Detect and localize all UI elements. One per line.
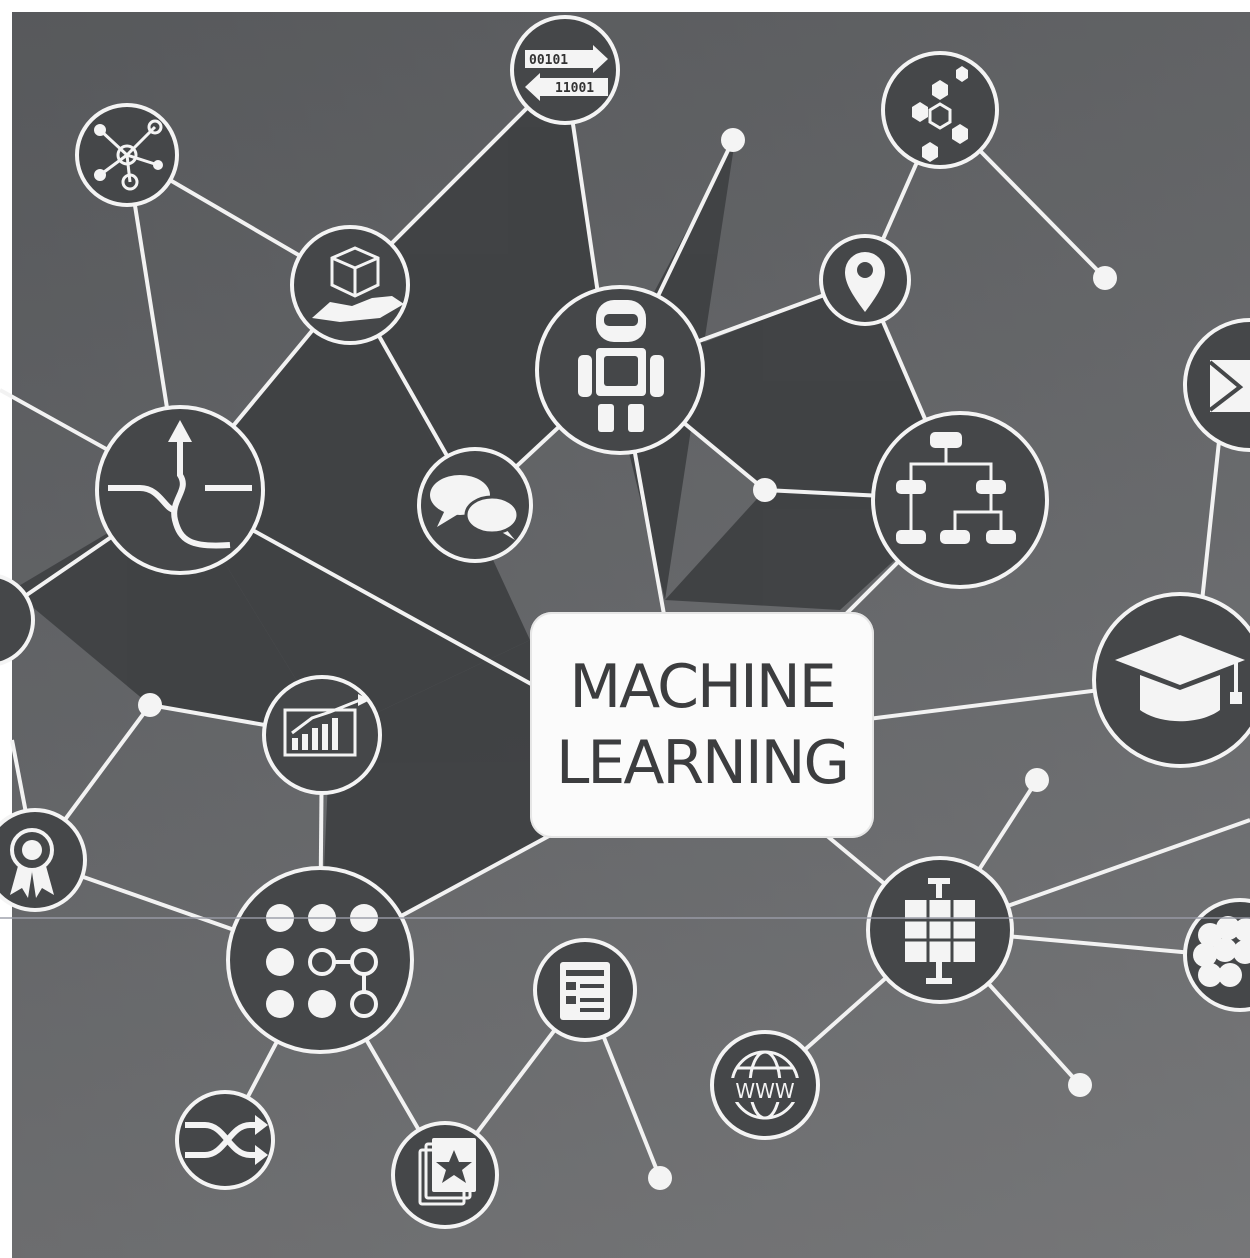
svg-text:11001: 11001 <box>555 81 594 96</box>
location-pin-icon <box>819 234 911 326</box>
cube-stack-icon <box>866 856 1014 1004</box>
dot-7 <box>648 1166 672 1190</box>
title-line-2: LEARNING <box>555 728 850 798</box>
hand-cube-icon <box>290 225 410 345</box>
graduation-cap-icon <box>1092 592 1250 768</box>
dot-4 <box>138 693 162 717</box>
checklist-icon <box>533 938 637 1042</box>
award-ribbon-icon <box>0 808 87 912</box>
dot-2 <box>1093 266 1117 290</box>
dot-6 <box>1068 1073 1092 1097</box>
mail-icon <box>1183 318 1250 452</box>
globe-www-icon: WWW <box>710 1030 820 1140</box>
hexagon-molecule-icon <box>881 51 999 169</box>
brain-icon <box>1183 898 1250 1012</box>
dot-1 <box>721 128 745 152</box>
dot-pattern-icon <box>226 866 414 1054</box>
growth-chart-icon <box>262 675 382 795</box>
svg-text:WWW: WWW <box>735 1079 795 1103</box>
dot-5 <box>1025 768 1049 792</box>
svg-text:00101: 00101 <box>529 53 568 68</box>
connector-dots <box>138 128 1117 1190</box>
left-edge-node <box>0 574 35 666</box>
white-top-margin <box>0 0 1250 12</box>
dot-3 <box>753 478 777 502</box>
title-line-1: MACHINE <box>569 652 836 722</box>
title-label-box: MACHINE LEARNING <box>530 612 874 838</box>
flowchart-icon <box>871 411 1049 589</box>
merge-arrow-icon <box>95 405 265 575</box>
star-card-icon <box>391 1121 499 1229</box>
chat-bubbles-icon <box>417 447 533 563</box>
robot-icon <box>535 285 705 455</box>
shuffle-icon <box>175 1090 275 1190</box>
binary-exchange-icon: 00101 11001 <box>510 15 620 125</box>
network-nodes-icon <box>75 103 179 207</box>
